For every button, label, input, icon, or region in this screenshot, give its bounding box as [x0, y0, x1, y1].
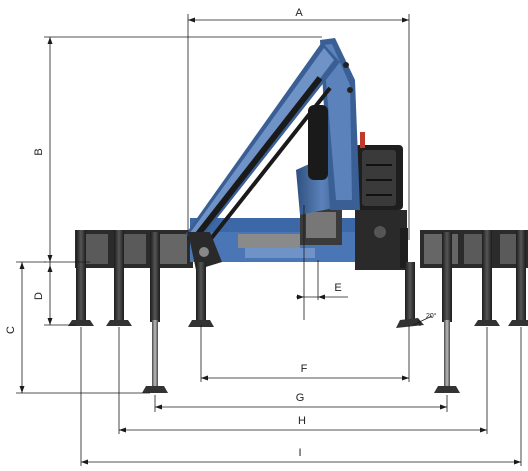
- right-outrigger-beams: [420, 230, 528, 268]
- dimension-label-e: E: [334, 282, 341, 294]
- dimension-label-c: C: [5, 326, 17, 334]
- dimension-lines: [16, 14, 522, 466]
- dimension-label-f: F: [301, 363, 308, 375]
- crane-base: [190, 205, 408, 270]
- left-outrigger-beams: [75, 230, 193, 268]
- tilt-angle-label: 20°: [426, 312, 437, 320]
- crane-boom: [185, 42, 340, 270]
- dimension-arrowheads: [19, 17, 521, 465]
- crane-illustration: [68, 38, 528, 393]
- dimension-label-h: H: [298, 415, 306, 427]
- dimension-label-b: B: [33, 148, 45, 155]
- dimension-label-g: G: [296, 392, 305, 404]
- control-station: [355, 132, 403, 210]
- dimension-label-i: I: [298, 447, 301, 459]
- dimension-label-d: D: [33, 292, 45, 300]
- dimension-label-a: A: [295, 7, 303, 19]
- outrigger-legs: [68, 230, 528, 393]
- crane-column: [296, 38, 360, 215]
